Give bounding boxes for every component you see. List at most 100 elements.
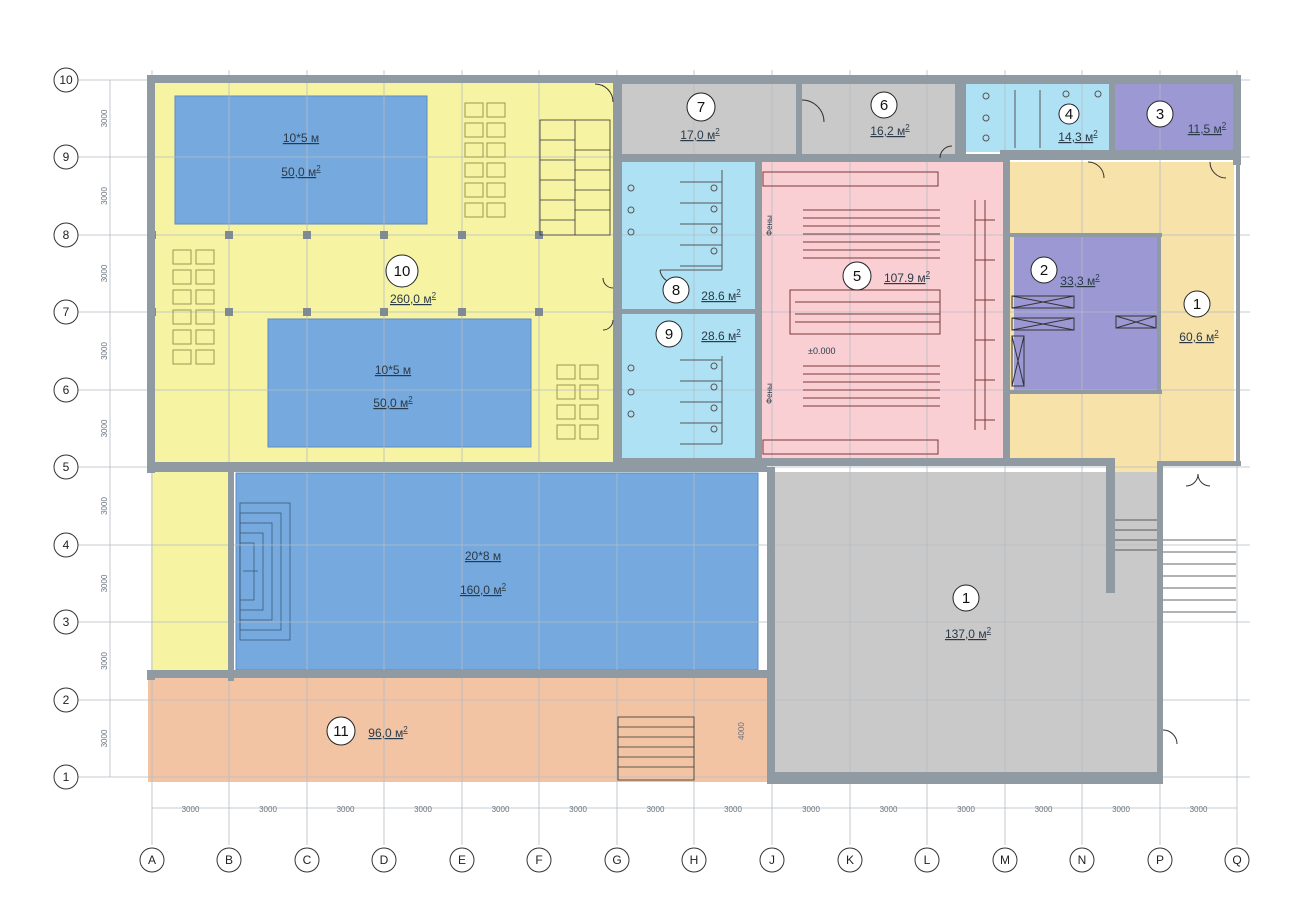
pool-small-1 (174, 95, 428, 225)
axis-bubble (53, 454, 79, 480)
axis-label-row: 2 (63, 693, 70, 707)
axis-label-row: 8 (63, 228, 70, 242)
room-area: 96,0 м2 (368, 725, 408, 740)
room-number-bubble (952, 584, 980, 612)
pool-size: 10*5 м (283, 131, 319, 145)
room-number-bubble (686, 92, 716, 122)
room-11-corridor (148, 678, 768, 782)
corridor-depth-label: 4000 (737, 722, 746, 740)
room-number: 10 (394, 263, 411, 280)
axis-bubble (53, 377, 79, 403)
axis-bubble (53, 687, 79, 713)
axis-bubble (604, 847, 630, 873)
axis-label-column: N (1078, 853, 1087, 867)
axis-bubble (53, 67, 79, 93)
room-number: 9 (665, 326, 673, 343)
axis-label-row: 7 (63, 305, 70, 319)
dimension-label: 3000 (100, 497, 109, 515)
axis-label-column: L (924, 853, 931, 867)
dimension-label: 3000 (100, 729, 109, 747)
stalls-room-9 (627, 356, 723, 445)
room-area: 107.9 м2 (884, 270, 931, 285)
pool-steps (239, 502, 291, 641)
stalls-room-4 (982, 90, 1102, 148)
pool-area: 50,0 м2 (373, 395, 413, 410)
room-number-bubble (326, 716, 356, 746)
dimension-label: 3000 (724, 805, 742, 814)
room-number: 1 (1193, 296, 1201, 313)
room-9 (622, 314, 756, 462)
pool-area: 50,0 м2 (281, 164, 321, 179)
room-8 (622, 162, 756, 310)
room-number: 1 (962, 590, 970, 607)
axis-bubble (216, 847, 242, 873)
room-number: 7 (697, 99, 705, 116)
room-area: 28.6 м2 (701, 288, 741, 303)
room-area: 33,3 м2 (1060, 273, 1100, 288)
axis-bubble (1069, 847, 1095, 873)
room-number: 8 (672, 282, 680, 299)
stairs (539, 119, 1236, 781)
structural-column (225, 308, 233, 316)
axis-label-row: 5 (63, 460, 70, 474)
dimension-label: 3000 (802, 805, 820, 814)
room-number-bubble (1183, 290, 1211, 318)
axis-bubble (1147, 847, 1173, 873)
axis-bubble (53, 299, 79, 325)
axis-label-column: G (612, 853, 621, 867)
axis-label-column: K (846, 853, 854, 867)
pool-area: 160,0 м2 (460, 582, 507, 597)
pool-size: 20*8 м (465, 549, 501, 563)
room-number-bubble (655, 320, 683, 348)
dimension-label: 3000 (1190, 805, 1208, 814)
dimension-label: 3000 (1035, 805, 1053, 814)
axis-bubble (371, 847, 397, 873)
pool-large (235, 472, 759, 671)
room-number: 11 (333, 723, 349, 740)
dimension-label: 3000 (647, 805, 665, 814)
pool-small-2 (267, 318, 532, 448)
dimension-labels: 3000 3000 3000 3000 3000 3000 3000 3000 3000 3000… (100, 80, 1237, 814)
dimension-label: 3000 (1112, 805, 1130, 814)
axis-bubble (53, 144, 79, 170)
dimension-label: 3000 (492, 805, 510, 814)
axis-bubble (53, 609, 79, 635)
dimension-label: 3000 (880, 805, 898, 814)
shafts (1011, 295, 1157, 387)
dimension-label: 3000 (100, 264, 109, 282)
structural-column (458, 308, 466, 316)
pool-size: 10*5 м (375, 363, 411, 377)
dimension-label: 3000 (100, 419, 109, 437)
room-number-bubble (842, 261, 872, 291)
axis-label-row: 1 (63, 770, 70, 784)
room-number: 2 (1040, 262, 1048, 279)
axis-bubble (759, 847, 785, 873)
room-area: 17,0 м2 (680, 127, 720, 142)
pool-side-strip (151, 467, 230, 678)
dimension-label: 3000 (100, 652, 109, 670)
axis-bubble (992, 847, 1018, 873)
axis-bubble (681, 847, 707, 873)
axis-label-row: 4 (63, 538, 70, 552)
room-number-bubble (662, 276, 690, 304)
axis-label-column: D (380, 853, 389, 867)
axis-bubble (449, 847, 475, 873)
room-number-bubble (1058, 103, 1080, 125)
axis-bubble (1224, 847, 1250, 873)
axis-bubble (53, 764, 79, 790)
dimension-label: 3000 (957, 805, 975, 814)
axis-label-row: 6 (63, 383, 70, 397)
dryer-label-top: Фены (765, 215, 774, 236)
structural-column (225, 231, 233, 239)
structural-column (458, 231, 466, 239)
structural-column (303, 231, 311, 239)
stalls-room-8 (627, 170, 723, 271)
axis-bubble (139, 847, 165, 873)
axis-label-column: F (535, 853, 542, 867)
room-number-bubble (1030, 256, 1058, 284)
axis-bubble (53, 222, 79, 248)
dimension-label: 3000 (100, 187, 109, 205)
lockers-room-5 (762, 171, 995, 455)
